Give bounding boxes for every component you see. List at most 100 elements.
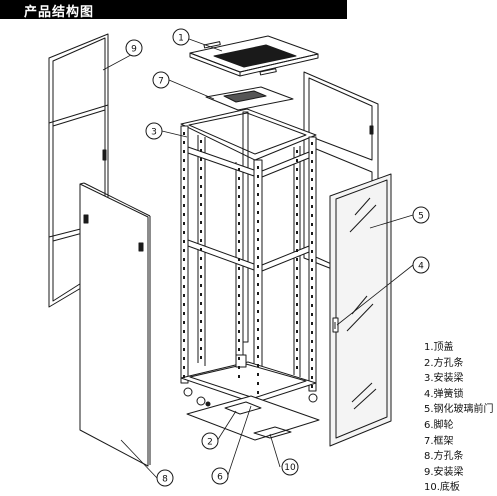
rail-hole	[183, 249, 185, 252]
rail-hole	[311, 232, 313, 235]
rail-hole	[311, 295, 313, 298]
legend-item: 9.安装梁	[424, 466, 464, 478]
callout-3: 3	[145, 122, 163, 140]
rail-hole	[238, 303, 240, 306]
rail-hole	[238, 222, 240, 225]
rail-hole	[311, 241, 313, 244]
rail-hole	[296, 186, 298, 189]
rail-hole	[257, 301, 259, 304]
rail-hole	[183, 141, 185, 144]
rail-hole	[200, 338, 202, 341]
rail-hole	[311, 349, 313, 352]
legend-item: 10.底板	[424, 482, 460, 494]
rail-hole	[183, 294, 185, 297]
rail-hole	[296, 303, 298, 306]
page-title: 产品结构图	[24, 5, 95, 20]
rail-hole	[200, 239, 202, 242]
rail-hole	[183, 168, 185, 171]
legend-item: 5.钢化玻璃前门	[424, 404, 494, 416]
legend-item: 1.顶盖	[424, 342, 454, 353]
callout-10: 10	[281, 458, 299, 476]
rail-hole	[183, 240, 185, 243]
svg-text:2: 2	[207, 438, 213, 448]
svg-text:10: 10	[284, 463, 296, 473]
rail-hole	[200, 266, 202, 269]
rail-hole	[200, 167, 202, 170]
rail-hole	[238, 231, 240, 234]
rail-hole	[183, 132, 185, 135]
rail-hole	[311, 385, 313, 388]
rail-hole	[238, 213, 240, 216]
rail-hole	[238, 177, 240, 180]
legend-item: 6.脚轮	[424, 419, 454, 431]
rail-hole	[238, 366, 240, 369]
rail-hole	[200, 185, 202, 188]
rail-hole	[296, 285, 298, 288]
callout-2: 2	[201, 432, 219, 450]
rail-hole	[200, 248, 202, 251]
rail-holes	[183, 132, 313, 403]
callout-8: 8	[156, 469, 174, 487]
rail-hole	[238, 357, 240, 360]
rail-hole	[257, 364, 259, 367]
rail-hole	[183, 195, 185, 198]
callout-4: 4	[412, 256, 430, 274]
rail-hole	[183, 285, 185, 288]
rail-hole	[200, 347, 202, 350]
rail-hole	[183, 312, 185, 315]
rail-hole	[183, 204, 185, 207]
callout-5: 5	[412, 206, 430, 224]
rail-hole	[183, 366, 185, 369]
rail-hole	[296, 213, 298, 216]
rail-hole	[311, 223, 313, 226]
rail-hole	[296, 177, 298, 180]
rail-hole	[238, 168, 240, 171]
rail-hole	[311, 304, 313, 307]
rail-hole	[183, 321, 185, 324]
main-frame	[180, 108, 318, 419]
rail-hole	[257, 238, 259, 241]
rail-hole	[257, 283, 259, 286]
rail-hole	[296, 204, 298, 207]
rail-hole	[238, 195, 240, 198]
rail-hole	[257, 175, 259, 178]
rail-hole	[183, 213, 185, 216]
parts-legend: 1.顶盖 2.方孔条 3.安装梁 4.弹簧锁 5.钢化玻璃前门 6.脚轮 7.框…	[424, 340, 494, 496]
rail-hole	[311, 205, 313, 208]
rail-hole	[311, 250, 313, 253]
rail-hole	[257, 229, 259, 232]
svg-text:8: 8	[162, 475, 168, 485]
rail-hole	[296, 321, 298, 324]
rail-hole	[311, 331, 313, 334]
rail-hole	[200, 140, 202, 143]
rail-hole	[296, 357, 298, 360]
rail-hole	[296, 222, 298, 225]
rail-hole	[183, 231, 185, 234]
rail-hole	[200, 329, 202, 332]
leader-lines	[102, 38, 414, 479]
rail-hole	[183, 150, 185, 153]
rail-hole	[257, 256, 259, 259]
rail-hole	[200, 293, 202, 296]
rail-hole	[200, 257, 202, 260]
rail-hole	[257, 373, 259, 376]
rail-hole	[296, 159, 298, 162]
rail-hole	[238, 375, 240, 378]
rail-hole	[257, 391, 259, 394]
rail-hole	[183, 276, 185, 279]
rail-hole	[311, 313, 313, 316]
rail-hole	[183, 186, 185, 189]
rail-hole	[200, 302, 202, 305]
rail-hole	[296, 240, 298, 243]
callout-1: 1	[172, 28, 190, 46]
legend-item: 4.弹簧锁	[424, 388, 464, 400]
rail-hole	[238, 249, 240, 252]
side-panel	[79, 182, 151, 467]
rail-hole	[296, 168, 298, 171]
rail-hole	[311, 259, 313, 262]
rail-hole	[296, 330, 298, 333]
rail-hole	[257, 202, 259, 205]
rail-hole	[200, 212, 202, 215]
rail-hole	[296, 276, 298, 279]
